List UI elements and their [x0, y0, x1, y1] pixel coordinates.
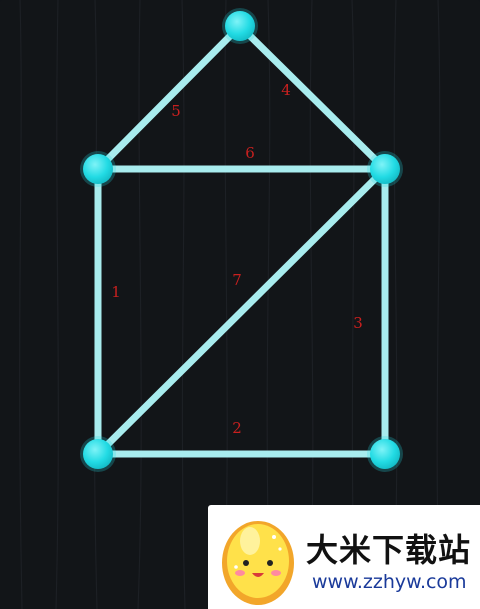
node-lower-right[interactable] [370, 439, 400, 469]
edge-labels-layer: 1 2 3 4 5 6 7 [111, 81, 363, 437]
node-upper-left[interactable] [83, 154, 113, 184]
edge-label-5: 5 [171, 102, 181, 120]
edges-layer [94, 22, 389, 458]
node-lower-left[interactable] [83, 439, 113, 469]
edge-label-6: 6 [245, 144, 255, 162]
edge-label-2: 2 [232, 419, 242, 437]
edge-5[interactable] [94, 22, 244, 173]
node-upper-right[interactable] [370, 154, 400, 184]
edge-4[interactable] [236, 22, 389, 173]
edge-label-3: 3 [353, 314, 363, 332]
nodes-layer [80, 8, 403, 472]
edge-label-7: 7 [232, 271, 242, 289]
watermark-title: 大米下载站 [306, 531, 472, 569]
node-top[interactable] [225, 11, 255, 41]
watermark-url[interactable]: www.zzhyw.com [312, 571, 467, 593]
egg-mascot-icon [222, 521, 294, 605]
watermark-banner: 大米下载站 www.zzhyw.com [208, 505, 480, 609]
edge-7[interactable] [94, 165, 389, 458]
edge-label-1: 1 [111, 283, 121, 301]
edge-label-4: 4 [281, 81, 291, 99]
